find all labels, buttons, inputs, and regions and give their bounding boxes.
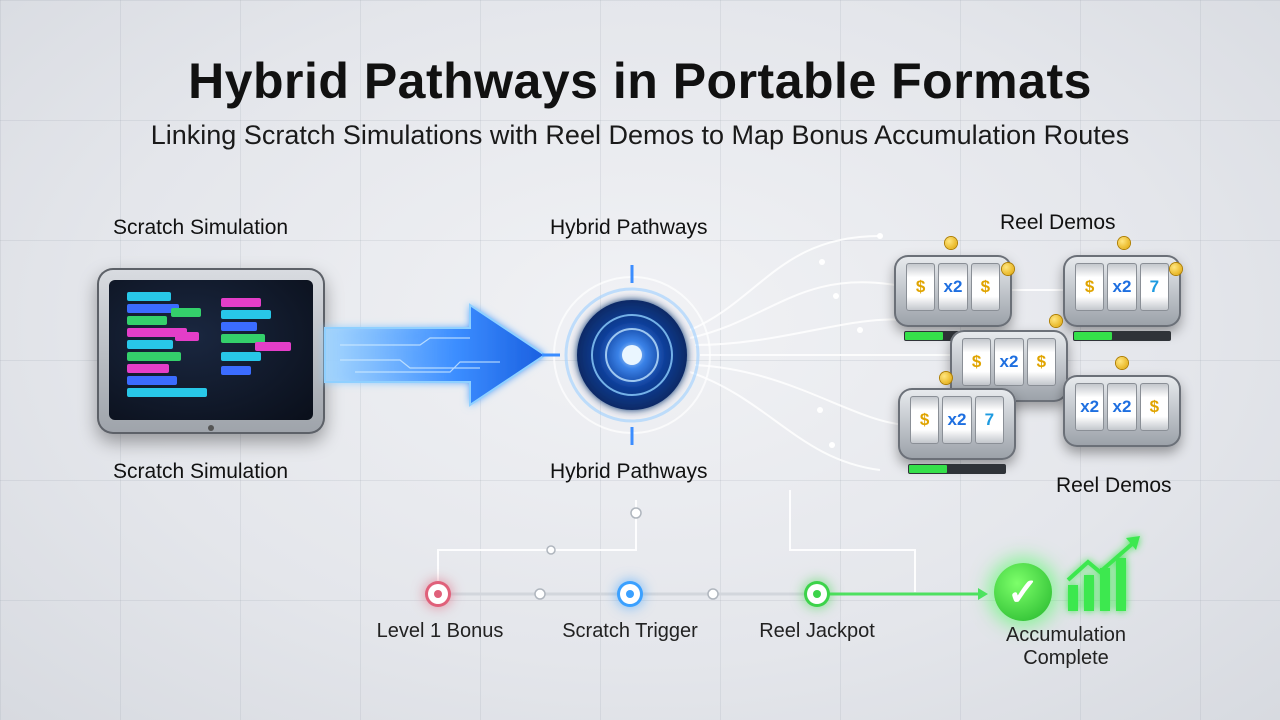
scratch-simulation-label-bottom: Scratch Simulation <box>113 460 289 483</box>
connection-line-3 <box>694 318 906 346</box>
slot-machine-1: $x2$ <box>894 255 1012 341</box>
slot-reel-symbol: x2 <box>942 396 972 444</box>
slot-reel-symbol: $ <box>970 263 1000 311</box>
growth-chart-icon <box>1066 536 1140 611</box>
slot-reel-symbol: x2 <box>994 338 1024 386</box>
slot-reel-symbol: x2 <box>1107 383 1137 431</box>
timeline-step-label: Scratch Trigger <box>562 620 698 642</box>
slot-reel-symbol: 7 <box>1139 263 1169 311</box>
slot-reel-symbol: x2 <box>1075 383 1105 431</box>
timeline-step-marker <box>428 584 448 604</box>
slot-reel-symbol: $ <box>906 263 936 311</box>
connection-line-6 <box>689 371 881 471</box>
slot-reel-symbol: x2 <box>1107 263 1137 311</box>
connection-line-2 <box>689 281 896 339</box>
home-button <box>208 425 214 431</box>
connection-dots <box>817 233 883 448</box>
timeline-step-label: Level 1 Bonus <box>376 620 504 642</box>
coin-icon <box>1170 263 1182 275</box>
page-subtitle: Linking Scratch Simulations with Reel De… <box>150 120 1130 150</box>
coin-icon <box>945 237 957 249</box>
slot-reel-symbol: $ <box>1026 338 1056 386</box>
slot-reel-symbol: 7 <box>974 396 1004 444</box>
timeline-step-marker <box>620 584 640 604</box>
hybrid-pathways-label-bottom: Hybrid Pathways <box>550 460 708 483</box>
check-icon: ✓ <box>994 563 1052 621</box>
slot-reel-symbol: $ <box>962 338 992 386</box>
timeline-connectors <box>437 490 916 592</box>
coin-icon <box>1118 237 1130 249</box>
slot-reel-symbol: $ <box>1139 383 1169 431</box>
coin-icon <box>1050 315 1062 327</box>
slot-reel-symbol: $ <box>910 396 940 444</box>
scratch-simulation-label-top: Scratch Simulation <box>113 216 289 239</box>
hybrid-hub <box>542 265 711 445</box>
slot-reel-symbol: $ <box>1075 263 1105 311</box>
timeline-step-label: Reel Jackpot <box>759 620 875 642</box>
accumulation-complete-label: Accumulation Complete <box>1005 624 1127 669</box>
connection-line-1 <box>689 235 881 331</box>
scratch-code-screen <box>109 280 313 420</box>
reel-demos-label-top: Reel Demos <box>1000 211 1116 234</box>
coin-icon <box>1002 263 1014 275</box>
coin-icon <box>1116 357 1128 369</box>
timeline-step-marker <box>807 584 827 604</box>
connection-line-5 <box>694 364 906 426</box>
hybrid-pathways-label-top: Hybrid Pathways <box>550 216 708 239</box>
reel-demos-label-bottom: Reel Demos <box>1056 474 1172 497</box>
flow-arrow <box>324 303 547 407</box>
tablet-device <box>97 268 325 434</box>
coin-icon <box>940 372 952 384</box>
slot-reel-symbol: x2 <box>938 263 968 311</box>
page-title: Hybrid Pathways in Portable Formats <box>188 53 1092 109</box>
